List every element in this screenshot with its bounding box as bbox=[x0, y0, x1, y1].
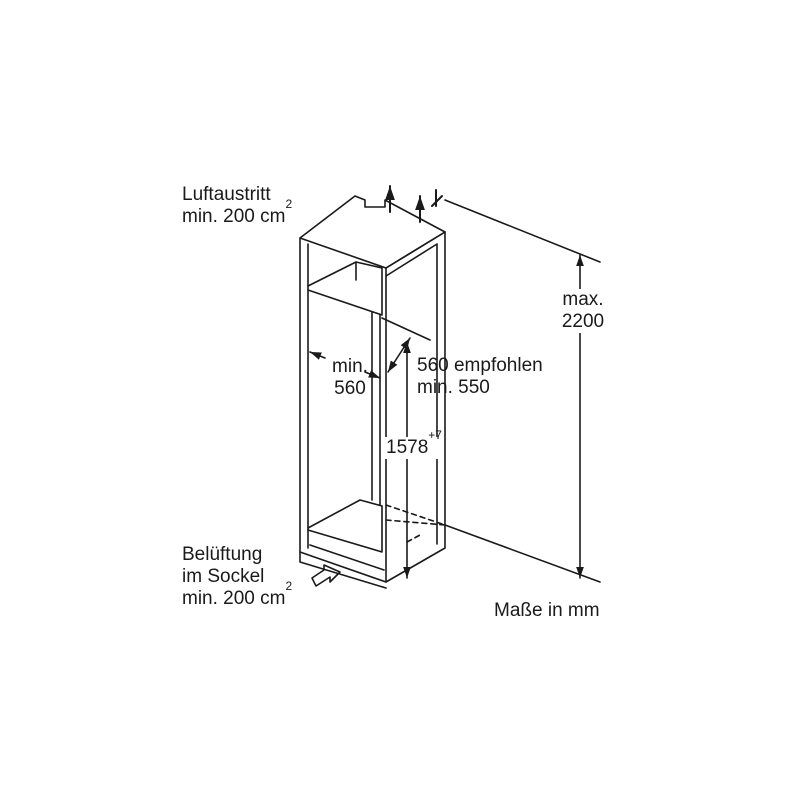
units-note: Maße in mm bbox=[494, 600, 600, 621]
appliance-height-label: 1578+7 bbox=[385, 429, 443, 459]
air-outlet-label: Luftaustritt min. 200 cm2 bbox=[182, 184, 292, 228]
niche-width-label: min. 560 bbox=[320, 356, 380, 400]
ventilation-line2: im Sockel bbox=[182, 566, 265, 587]
niche-cabinet bbox=[299, 195, 446, 589]
air-outlet-line2: min. 200 cm2 bbox=[182, 198, 292, 228]
niche-width-line2: 560 bbox=[334, 378, 366, 399]
niche-height-line1: max. bbox=[562, 289, 604, 310]
niche-height-line2: 2200 bbox=[561, 311, 605, 332]
niche-depth-line1: 560 empfohlen bbox=[417, 355, 543, 376]
air-outlet-exponent: 2 bbox=[285, 197, 293, 211]
niche-depth-line2: min. 550 bbox=[417, 377, 490, 398]
air-outlet-value: min. 200 cm bbox=[182, 206, 286, 227]
appliance-height-tolerance: +7 bbox=[428, 428, 442, 442]
ventilation-inlet-arrow-icon bbox=[311, 564, 341, 587]
ventilation-value: min. 200 cm bbox=[182, 588, 286, 609]
appliance-height-value: 1578 bbox=[386, 437, 429, 458]
air-outlet-arrow-3-icon bbox=[431, 189, 443, 207]
ventilation-line1: Belüftung bbox=[182, 544, 263, 565]
niche-height-label: max. 2200 bbox=[552, 289, 614, 333]
ventilation-line3: min. 200 cm2 bbox=[182, 580, 292, 610]
niche-depth-label: 560 empfohlen min. 550 bbox=[417, 355, 543, 399]
ventilation-exponent: 2 bbox=[285, 579, 293, 593]
niche-width-line1: min. bbox=[332, 356, 368, 377]
ventilation-label: Belüftung im Sockel min. 200 cm2 bbox=[182, 544, 292, 610]
air-outlet-line1: Luftaustritt bbox=[182, 184, 271, 205]
